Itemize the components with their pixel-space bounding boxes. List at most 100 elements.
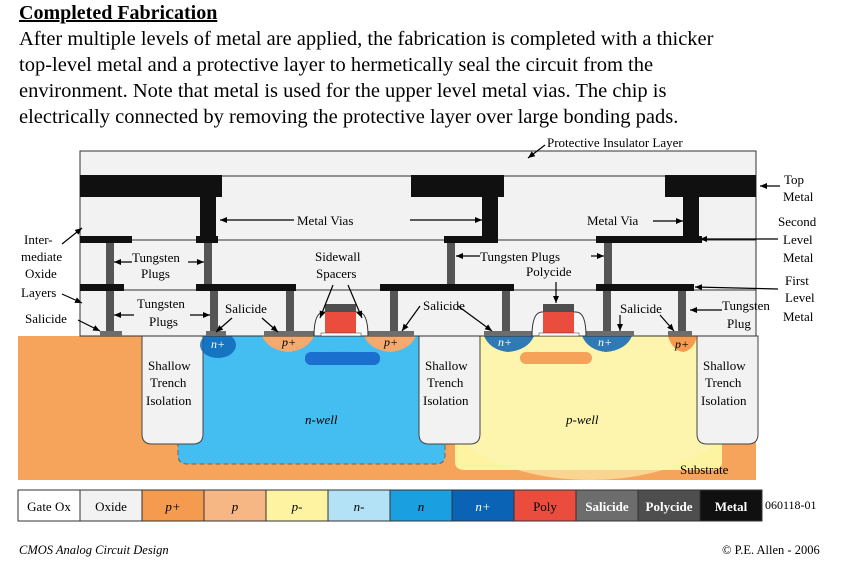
label-salicide: Salicide [423,298,465,313]
legend-label: n- [354,499,365,514]
label-sti: Trench [705,375,742,390]
label-sti: Isolation [423,393,469,408]
label-tungsten-plugs: Tungsten Plugs [480,249,560,264]
label-polycide: Polycide [526,264,572,279]
label-sti: Isolation [701,393,747,408]
intro-line: After multiple levels of metal are appli… [19,28,714,50]
label-sti: Trench [150,375,187,390]
legend-item: n [389,489,453,522]
label-sti: Shallow [703,358,746,373]
label-protective-insulator: Protective Insulator Layer [547,135,683,150]
label-first-level-metal: First [785,273,809,288]
legend-label: n [418,499,425,514]
label-pplus: p+ [383,335,398,349]
legend-label: p+ [164,499,180,514]
label-first-level-metal: Level [785,290,815,305]
label-sti: Shallow [148,358,191,373]
label-sidewall-spacers: Spacers [316,266,356,281]
legend-swatch [389,489,453,522]
label-second-level-metal: Level [783,232,813,247]
label-pplus: p+ [281,335,296,349]
legend-item: n- [327,489,391,522]
legend-item: Salicide [575,489,639,522]
diffusions [200,332,697,365]
intro-line: electrically connected by removing the p… [19,106,679,128]
top-metal [80,175,756,238]
legend-item: p [203,489,267,522]
legend-label: Poly [533,499,557,514]
label-pplus: p+ [674,337,689,351]
sti-regions [141,335,759,445]
n-well-region [177,335,446,465]
footer-course-title: CMOS Analog Circuit Design [19,543,169,557]
legend-item: p+ [141,489,205,522]
label-intermediate-oxide: mediate [21,249,62,264]
label-second-level-metal: Metal [783,250,814,265]
material-legend: Gate Ox Oxide p+ p p-n-n n+ Poly Salicide Polyci… [17,489,763,522]
label-metal-via: Metal Via [587,213,639,228]
label-intermediate-oxide: Layers [21,285,56,300]
first-level-metal [80,284,694,291]
legend-item: Oxide [79,489,143,522]
label-tungsten-plugs: Tungsten [132,250,180,265]
second-level-metal [80,236,702,243]
label-substrate: Substrate [680,462,729,477]
legend-label: p [231,499,239,514]
label-nplus: n+ [211,337,225,351]
legend-swatch [203,489,267,522]
legend-item: Gate Ox [17,489,81,522]
legend-item: Metal [699,489,763,522]
legend-swatch [513,489,577,522]
label-n-well: n-well [305,412,338,427]
label-sidewall-spacers: Sidewall [315,249,361,264]
intro-line: top-level metal and a protective layer t… [19,54,654,76]
label-top-metal: Top [784,172,804,187]
annotation-arrows [61,144,780,333]
label-top-metal: Metal [783,189,814,204]
label-first-level-metal: Metal [783,309,814,324]
legend-swatch [699,489,763,522]
salicide-pads [100,331,692,336]
label-sti: Trench [427,375,464,390]
legend-label: Gate Ox [27,499,71,514]
label-tungsten-plug: Plug [727,316,751,331]
label-tungsten-plugs: Plugs [149,314,178,329]
label-salicide: Salicide [620,301,662,316]
legend-label: p- [291,499,303,514]
tungsten-plugs-lower [106,291,686,331]
legend-item: Poly [513,489,577,522]
label-salicide: Salicide [225,301,267,316]
tungsten-plugs-upper [106,243,612,285]
label-tungsten-plugs: Tungsten [137,296,185,311]
figure-code: 060118-01 [765,498,817,512]
label-sti: Shallow [425,358,468,373]
legend-label: Oxide [95,499,127,514]
label-intermediate-oxide: Inter- [24,232,53,247]
legend-item: n+ [451,489,515,522]
label-second-level-metal: Second [778,214,817,229]
legend-swatch [327,489,391,522]
legend-label: Metal [715,499,748,514]
gate-nmos-pmos [313,304,587,337]
label-salicide: Salicide [25,311,67,326]
legend-swatch [637,489,701,522]
diagram-labels: Protective Insulator Layer Top Metal Met… [21,135,817,477]
p-well-region [440,320,740,480]
legend-label: n+ [475,499,490,514]
intro-paragraph: After multiple levels of metal are appli… [19,26,819,130]
label-metal-vias: Metal Vias [297,213,353,228]
label-tungsten-plugs: Plugs [141,266,170,281]
intro-line: environment. Note that metal is used for… [19,80,667,102]
label-p-well: p-well [565,412,599,427]
label-tungsten-plug: Tungsten [722,298,770,313]
legend-swatch [79,489,143,522]
legend-label: Polycide [646,499,693,514]
legend-item: Polycide [637,489,701,522]
page-title: Completed Fabrication [19,2,218,24]
label-nplus: n+ [498,335,512,349]
label-nplus: n+ [598,335,612,349]
legend-label: Salicide [585,499,629,514]
legend-item: p- [265,489,329,522]
legend-swatch [575,489,639,522]
